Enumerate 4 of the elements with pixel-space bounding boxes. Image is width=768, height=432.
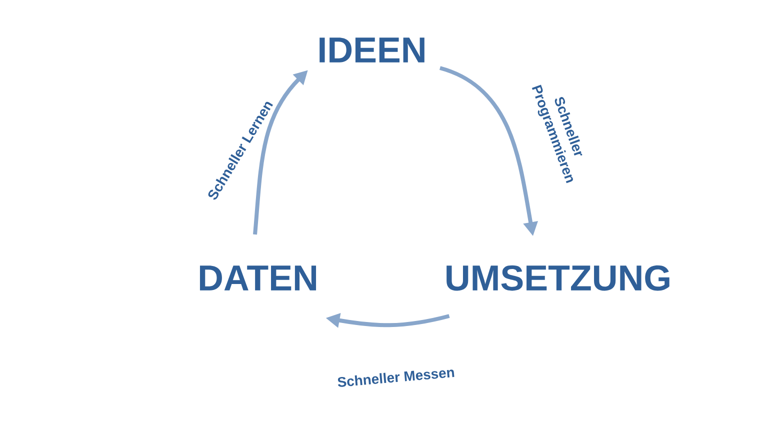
node-label: UMSETZUNG [446, 265, 670, 291]
node-label: DATEN [200, 266, 316, 290]
edge-label: Schneller Messen [338, 370, 454, 387]
node-label: IDEEN [320, 38, 424, 62]
